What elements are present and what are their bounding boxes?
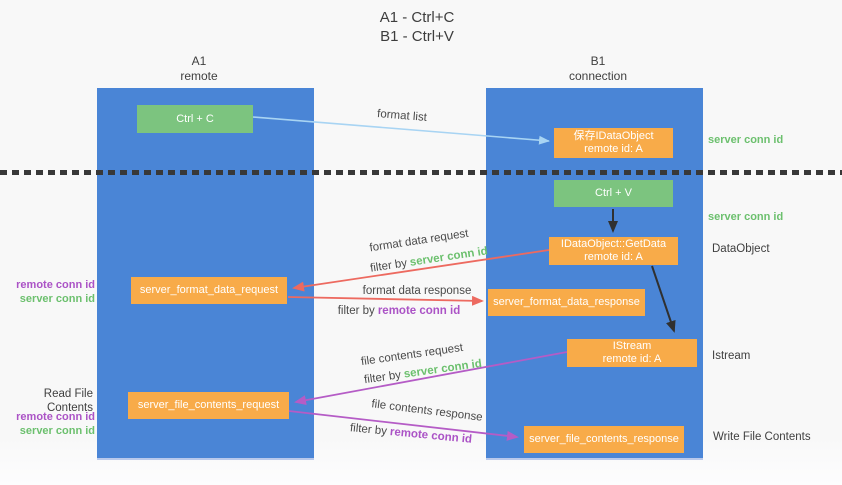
lane-a-title: A1: [191, 54, 207, 68]
server-conn-id-annotation-2: server conn id: [19, 424, 95, 437]
lane-b-title: B1: [590, 54, 606, 68]
ctrl-v-label: Ctrl + V: [595, 187, 632, 199]
lane-a-subtitle: remote: [180, 69, 218, 83]
remote-conn-id-annotation-1: remote conn id: [16, 279, 95, 291]
diagram-title: A1 - Ctrl+C B1 - Ctrl+V: [380, 8, 455, 46]
title-line-b1: B1 - Ctrl+V: [380, 28, 454, 45]
server-format-data-request-label: server_format_data_request: [139, 284, 279, 296]
filter-by-text: filter by: [363, 369, 402, 387]
server-file-contents-request-box: server_file_contents_request: [128, 392, 289, 419]
dataobject-annotation: DataObject: [712, 243, 770, 255]
write-file-contents-annotation: Write File Contents: [713, 431, 811, 443]
file-contents-response-label: file contents response: [370, 398, 484, 424]
title-line-a1: A1 - Ctrl+C: [379, 9, 455, 26]
format-data-response-label: format data response: [362, 285, 472, 297]
ctrl-c-box: Ctrl + C: [137, 105, 253, 133]
lane-b-header: B1 connection: [569, 54, 627, 84]
server-file-contents-request-label: server_file_contents_request: [137, 399, 280, 411]
save-idataobject-line1: 保存IDataObject: [573, 130, 654, 142]
server-file-contents-response-box: server_file_contents_response: [524, 426, 684, 453]
save-idataobject-line2: remote id: A: [584, 143, 643, 155]
server-conn-id-text: server conn id: [403, 357, 483, 381]
server-format-data-request-box: server_format_data_request: [131, 277, 287, 304]
remote-conn-id-text: remote conn id: [389, 425, 473, 446]
istream-box: IStream remote id: A: [567, 339, 697, 367]
server-file-contents-response-label: server_file_contents_response: [529, 433, 679, 445]
format-list-label: format list: [376, 108, 428, 124]
istream-line1: IStream: [612, 340, 652, 352]
server-format-data-response-label: server_format_data_response: [493, 296, 640, 308]
getdata-line1: IDataObject::GetData: [560, 238, 667, 250]
format-data-response-arrow: [287, 295, 484, 306]
filter-by-text: filter by: [337, 305, 375, 317]
remote-conn-id-annotation-2: remote conn id: [16, 411, 95, 423]
lane-b-subtitle: connection: [568, 69, 628, 83]
server-format-data-response-box: server_format_data_response: [488, 289, 645, 316]
left-conn-id-group-2: remote conn id server conn id: [0, 411, 95, 438]
lane-a-header: A1 remote: [180, 54, 217, 84]
server-conn-id-text: server conn id: [409, 245, 489, 269]
getdata-line2: remote id: A: [584, 251, 643, 263]
remote-conn-id-text: remote conn id: [377, 305, 461, 317]
filter-by-text: filter by: [349, 422, 388, 438]
server-conn-id-annotation-top: server conn id: [708, 134, 784, 146]
ctrl-v-box: Ctrl + V: [554, 180, 673, 207]
istream-annotation: Istream: [712, 350, 751, 362]
istream-line2: remote id: A: [602, 353, 662, 365]
filter-by-text: filter by: [369, 257, 408, 275]
idataobject-getdata-box: IDataObject::GetData remote id: A: [549, 237, 678, 265]
read-file-contents-annotation: Read File Contents: [43, 388, 93, 414]
server-conn-id-annotation-1: server conn id: [19, 292, 95, 305]
save-idataobject-box: 保存IDataObject remote id: A: [554, 128, 673, 158]
left-conn-id-group-1: remote conn id server conn id: [0, 279, 95, 306]
server-conn-id-annotation-mid: server conn id: [708, 211, 784, 223]
session-divider-dashed-line: [0, 170, 842, 175]
ctrl-c-label: Ctrl + C: [176, 112, 214, 125]
